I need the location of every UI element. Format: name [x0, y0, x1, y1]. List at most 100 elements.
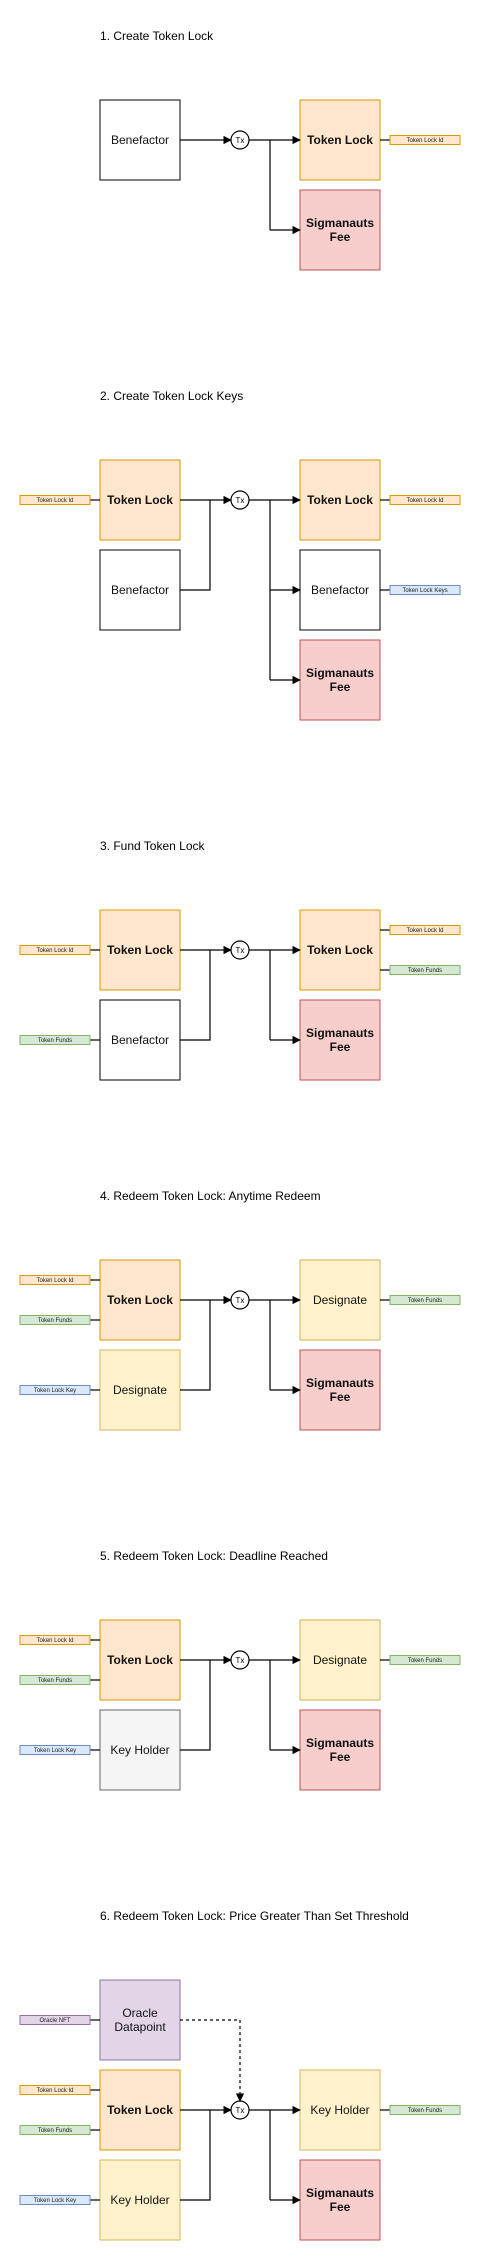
- token-lock-id-tag-label: Token Lock Id: [406, 928, 443, 934]
- token-funds-tag: Token Funds: [389, 2105, 461, 2115]
- oracle-nft-tag-label: Oracle NFT: [39, 2018, 70, 2024]
- benefactor-label: Benefactor: [111, 1033, 169, 1047]
- token-funds-tag-label: Token Funds: [38, 2128, 72, 2134]
- token-funds-tag-label: Token Funds: [38, 1318, 72, 1324]
- token-lock-id-tag-label: Token Lock Id: [36, 2088, 73, 2094]
- token-lock-key-tag: Token Lock Key: [19, 1745, 91, 1755]
- key-holder-label: Key Holder: [110, 2193, 169, 2207]
- benefactor-label: Benefactor: [111, 133, 169, 147]
- benefactor-box: Benefactor: [99, 99, 181, 181]
- tx-node: Tx: [230, 1650, 250, 1670]
- tx-label: Tx: [236, 136, 245, 145]
- token-lock-keys-tag: Token Lock Keys: [389, 585, 461, 595]
- token-funds-tag-label: Token Funds: [408, 1658, 442, 1664]
- designate-label: Designate: [313, 1293, 367, 1307]
- token-funds-tag: Token Funds: [389, 965, 461, 975]
- token-lock-box: Token Lock Token Lock Id: [19, 459, 181, 541]
- token-lock-id-tag: Token Lock Id: [19, 2085, 91, 2095]
- token-lock-id-tag: Token Lock Id: [19, 945, 91, 955]
- token-lock-id-tag: Token Lock Id: [19, 1635, 91, 1645]
- benefactor-box: Benefactor Token Lock Keys: [299, 549, 461, 631]
- token-lock-id-tag: Token Lock Id: [389, 135, 461, 145]
- token-funds-tag: Token Funds: [389, 1295, 461, 1305]
- token-funds-tag-label: Token Funds: [408, 1298, 442, 1304]
- tx-label: Tx: [236, 2106, 245, 2115]
- designate-label: Designate: [113, 1383, 167, 1397]
- benefactor-box: Benefactor: [99, 549, 181, 631]
- section-title: 3. Fund Token Lock: [100, 839, 206, 853]
- token-lock-label: Token Lock: [307, 943, 373, 957]
- section-title: 5. Redeem Token Lock: Deadline Reached: [100, 1549, 328, 1563]
- token-lock-label: Token Lock: [307, 493, 373, 507]
- token-lock-id-tag-label: Token Lock Id: [406, 498, 443, 504]
- token-funds-tag-label: Token Funds: [408, 2108, 442, 2114]
- section-title: 4. Redeem Token Lock: Anytime Redeem: [100, 1189, 321, 1203]
- token-lock-id-tag-label: Token Lock Id: [36, 1278, 73, 1284]
- token-funds-tag: Token Funds: [389, 1655, 461, 1665]
- token-lock-label: Token Lock: [307, 133, 373, 147]
- key-holder-label: Key Holder: [310, 2103, 369, 2117]
- token-lock-id-tag-label: Token Lock Id: [36, 498, 73, 504]
- token-lock-id-tag: Token Lock Id: [19, 1275, 91, 1285]
- token-lock-keys-tag-label: Token Lock Keys: [402, 588, 447, 594]
- tx-node: Tx: [230, 130, 250, 150]
- tx-node: Tx: [230, 940, 250, 960]
- token-lock-id-tag-label: Token Lock Id: [36, 1638, 73, 1644]
- token-funds-tag: Token Funds: [19, 1675, 91, 1685]
- key-holder-box: Key Holder Token Lock Key: [19, 1709, 181, 1791]
- token-lock-id-tag: Token Lock Id: [389, 925, 461, 935]
- token-funds-tag-label: Token Funds: [38, 1678, 72, 1684]
- token-lock-box: Token Lock Token Lock Id Token Funds: [19, 2069, 181, 2151]
- token-lock-key-tag-label: Token Lock Key: [34, 1748, 76, 1754]
- token-lock-label: Token Lock: [107, 2103, 173, 2117]
- tx-node: Tx: [230, 1290, 250, 1310]
- token-lock-box: Token Lock Token Lock Id Token Funds: [299, 909, 461, 991]
- token-lock-label: Token Lock: [107, 1653, 173, 1667]
- token-lock-label: Token Lock: [107, 493, 173, 507]
- token-lock-id-tag: Token Lock Id: [389, 495, 461, 505]
- token-lock-box: Token Lock Token Lock Id Token Funds: [19, 1619, 181, 1701]
- token-lock-label: Token Lock: [107, 1293, 173, 1307]
- benefactor-label: Benefactor: [311, 583, 369, 597]
- tx-label: Tx: [236, 1296, 245, 1305]
- tx-label: Tx: [236, 496, 245, 505]
- oracle-nft-tag: Oracle NFT: [19, 2015, 91, 2025]
- designate-box: Designate Token Funds: [299, 1259, 461, 1341]
- token-funds-tag: Token Funds: [19, 1315, 91, 1325]
- token-lock-key-tag-label: Token Lock Key: [34, 1388, 76, 1394]
- section-title: 1. Create Token Lock: [100, 29, 214, 43]
- section-title: 2. Create Token Lock Keys: [100, 389, 243, 403]
- tx-node: Tx: [230, 490, 250, 510]
- designate-box: Designate Token Lock Key: [19, 1349, 181, 1431]
- token-lock-key-tag: Token Lock Key: [19, 2195, 91, 2205]
- section-title: 6. Redeem Token Lock: Price Greater Than…: [100, 1909, 409, 1923]
- key-holder-box: Key Holder Token Funds: [299, 2069, 461, 2151]
- token-funds-tag-label: Token Funds: [408, 968, 442, 974]
- token-lock-id-tag-label: Token Lock Id: [406, 138, 443, 144]
- key-holder-label: Key Holder: [110, 1743, 169, 1757]
- tx-label: Tx: [236, 1656, 245, 1665]
- benefactor-label: Benefactor: [111, 583, 169, 597]
- tx-node: Tx: [230, 2100, 250, 2120]
- token-lock-id-tag-label: Token Lock Id: [36, 948, 73, 954]
- token-lock-id-tag: Token Lock Id: [19, 495, 91, 505]
- token-funds-tag: Token Funds: [19, 2125, 91, 2135]
- token-lock-box: Token Lock Token Lock Id: [299, 99, 461, 181]
- token-lock-label: Token Lock: [107, 943, 173, 957]
- token-lock-box: Token Lock Token Lock Id: [299, 459, 461, 541]
